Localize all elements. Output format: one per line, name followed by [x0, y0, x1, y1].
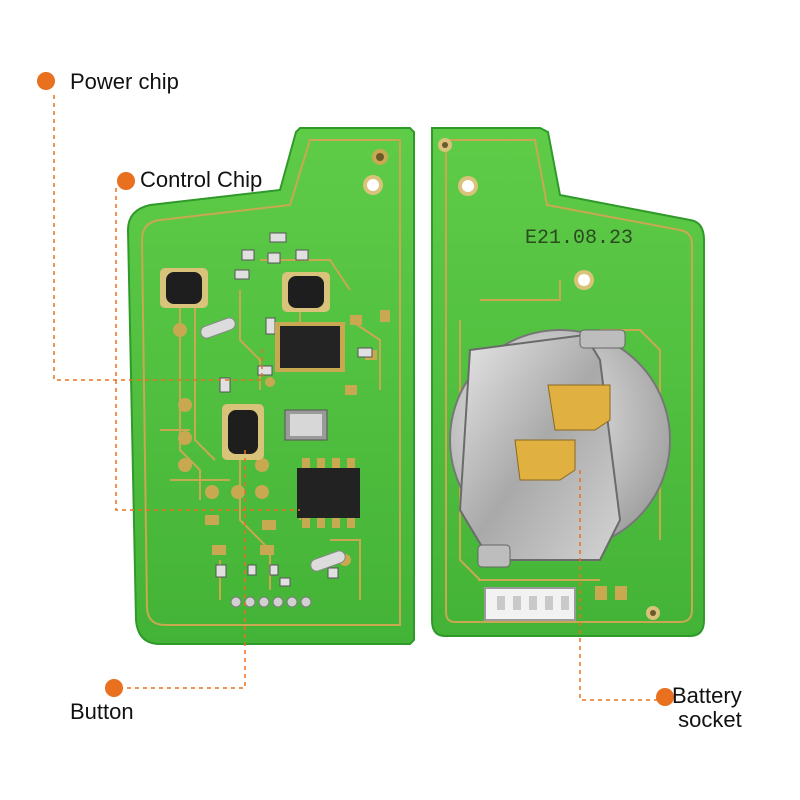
control-chip — [275, 322, 345, 372]
back-pcb-board: E21.08.23 — [431, 127, 705, 637]
front-pcb-board — [126, 127, 415, 645]
control-chip-label: Control Chip — [140, 167, 263, 192]
white-connector — [484, 587, 576, 621]
control-chip-callout-dot — [117, 172, 135, 190]
crystal-oscillator — [284, 409, 328, 441]
battery-socket-label: Battery socket — [672, 683, 742, 733]
tactile-button-right — [282, 272, 330, 312]
power-chip — [297, 458, 360, 528]
power-chip-callout-dot — [37, 72, 55, 90]
date-code-marking: E21.08.23 — [525, 227, 633, 250]
tactile-button-bottom — [222, 404, 264, 460]
tactile-button-left — [160, 268, 208, 308]
button-label: Button — [70, 699, 134, 724]
power-chip-label: Power chip — [70, 69, 179, 94]
callout-leader-lines — [53, 95, 660, 701]
battery-socket-label-line2: socket — [678, 707, 742, 733]
button-callout-dot — [105, 679, 123, 697]
battery-socket-label-line1: Battery — [672, 683, 742, 708]
battery-socket-callout-dot — [656, 688, 674, 706]
